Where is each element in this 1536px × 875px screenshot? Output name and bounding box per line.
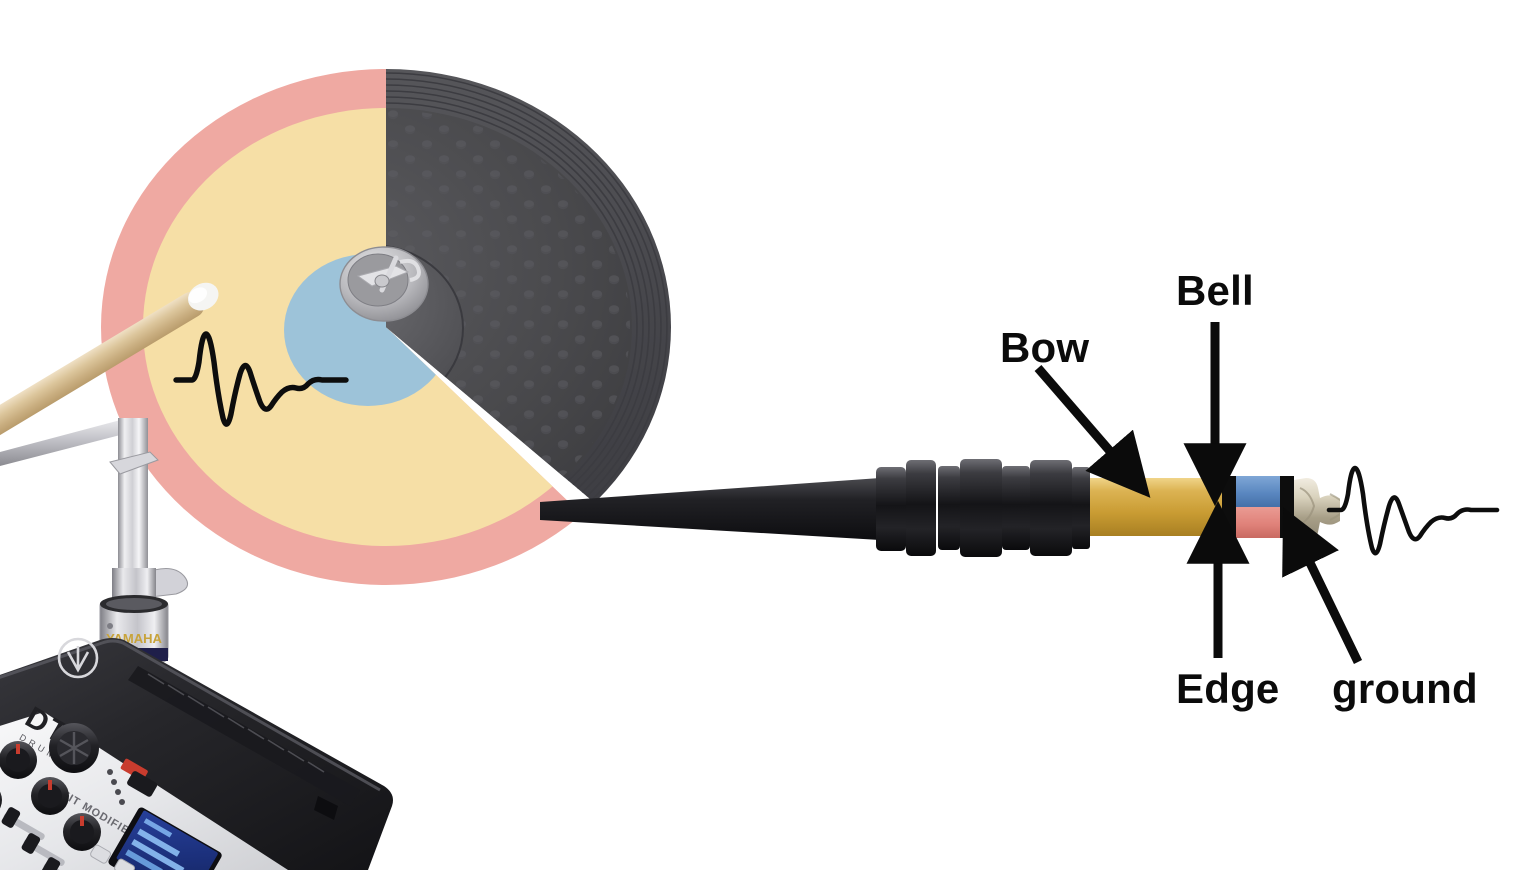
arrow-bow xyxy=(1034,365,1151,498)
plug-waveform-svg xyxy=(1326,465,1500,556)
module-led-indicators xyxy=(107,758,158,805)
arrow-ground xyxy=(1282,507,1363,664)
callout-label-bell: Bell xyxy=(1176,267,1254,314)
module-volume-knob[interactable] xyxy=(49,723,99,773)
plug-barrel-segment-4 xyxy=(1002,466,1030,550)
module-fader-1[interactable] xyxy=(1,806,46,841)
drumstick-svg xyxy=(0,282,219,454)
cymbal-pad xyxy=(96,62,676,592)
callout-label-ground: ground xyxy=(1332,665,1478,712)
drum-trigger-module: DTX DRUMS KIT MODIFIER xyxy=(0,600,398,875)
yamaha-logo-icon xyxy=(57,637,99,679)
module-knob-group[interactable] xyxy=(0,723,101,851)
drumstick-shaft xyxy=(0,291,205,454)
module-knob-3[interactable] xyxy=(63,813,101,851)
drum-module-svg: DTX DRUMS KIT MODIFIER xyxy=(0,637,393,875)
plug-barrel-segment-3 xyxy=(960,459,1002,557)
plug-signal-waveform xyxy=(1325,458,1505,563)
cable xyxy=(540,478,880,540)
plug-barrel-segment-5 xyxy=(1030,460,1072,556)
cymbal-signal-waveform xyxy=(173,331,349,427)
plug-strain-relief xyxy=(876,467,906,551)
callout-label-edge: Edge xyxy=(1176,665,1280,712)
module-knob-left[interactable] xyxy=(0,782,2,818)
cymbal-svg xyxy=(101,69,671,585)
cymbal-mounting-hardware xyxy=(339,246,429,322)
drumstick xyxy=(0,235,250,455)
module-knob-2[interactable] xyxy=(31,777,69,815)
module-knob-1[interactable] xyxy=(0,741,37,779)
plug-barrel-segment-1 xyxy=(906,460,936,556)
callout-label-bow: Bow xyxy=(1000,324,1090,371)
plug-barrel-segment-2 xyxy=(938,466,960,550)
